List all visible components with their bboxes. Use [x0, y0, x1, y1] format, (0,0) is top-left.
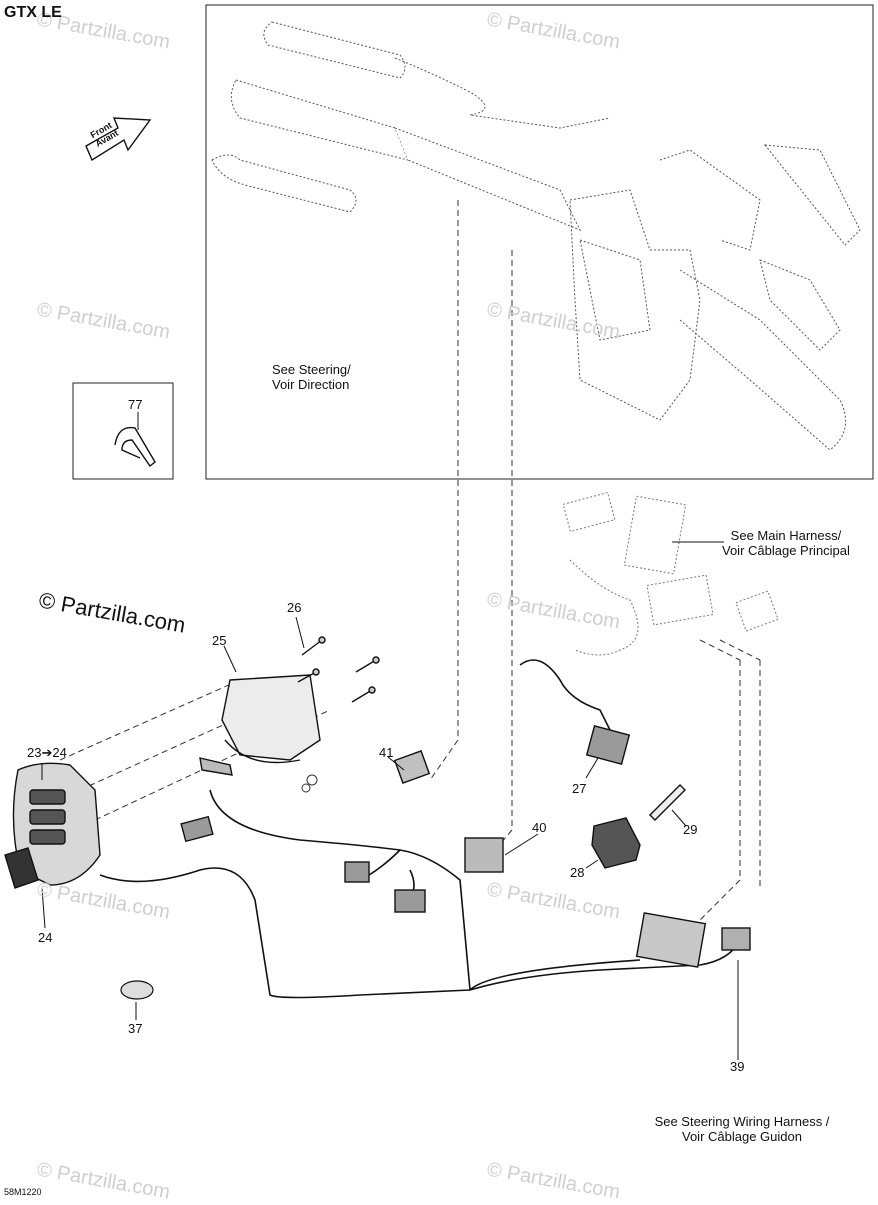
part-37-pad-icon [120, 980, 154, 1000]
main-harness-icon [562, 491, 779, 656]
diagram-code: 58M1220 [4, 1187, 42, 1197]
harness-connectors-icon [180, 724, 751, 968]
callout-27: 27 [572, 781, 587, 796]
model-title: GTX LE [4, 4, 62, 21]
callout-24: 24 [38, 930, 53, 945]
steering-inset-box [205, 4, 874, 480]
steering-harness-reference-line1: See Steering Wiring Harness / [654, 1114, 830, 1129]
screws-icon [297, 636, 380, 703]
part-28-icon [591, 817, 641, 869]
callout-40: 40 [532, 820, 547, 835]
front-arrow-icon [85, 117, 152, 162]
callout-41: 41 [379, 745, 394, 760]
callout-leaders [41, 412, 739, 1060]
grip-top-icon [263, 21, 611, 129]
callout-37: 37 [128, 1021, 143, 1036]
wiring-harness-icon [99, 659, 741, 999]
steering-reference-line1: See Steering/ [272, 362, 351, 377]
main-harness-reference-line1: See Main Harness/ [730, 528, 842, 543]
switch-housing-icon [4, 762, 101, 889]
callout-29: 29 [683, 822, 698, 837]
callout-26: 26 [287, 600, 302, 615]
steering-harness-reference-line2: Voir Câblage Guidon [682, 1129, 802, 1144]
main-harness-reference-line2: Voir Câblage Principal [722, 543, 850, 558]
main-harness-reference: See Main Harness/ Voir Câblage Principal [722, 528, 850, 558]
part-77-clip-icon [114, 426, 156, 468]
small-clip-icon [301, 774, 318, 793]
part-77-box [72, 382, 174, 480]
callout-23-24: 23➔24 [27, 745, 67, 760]
handlebar-grip-icon [211, 79, 582, 231]
part-29-pin-icon [649, 784, 686, 821]
steering-reference: See Steering/ Voir Direction [272, 362, 351, 392]
steering-reference-line2: Voir Direction [272, 377, 350, 392]
steering-harness-reference: See Steering Wiring Harness / Voir Câbla… [644, 1114, 840, 1144]
callout-39: 39 [730, 1059, 745, 1074]
callout-28: 28 [570, 865, 585, 880]
callout-77: 77 [128, 397, 143, 412]
callout-25: 25 [212, 633, 227, 648]
handlebar-icon [569, 144, 861, 451]
